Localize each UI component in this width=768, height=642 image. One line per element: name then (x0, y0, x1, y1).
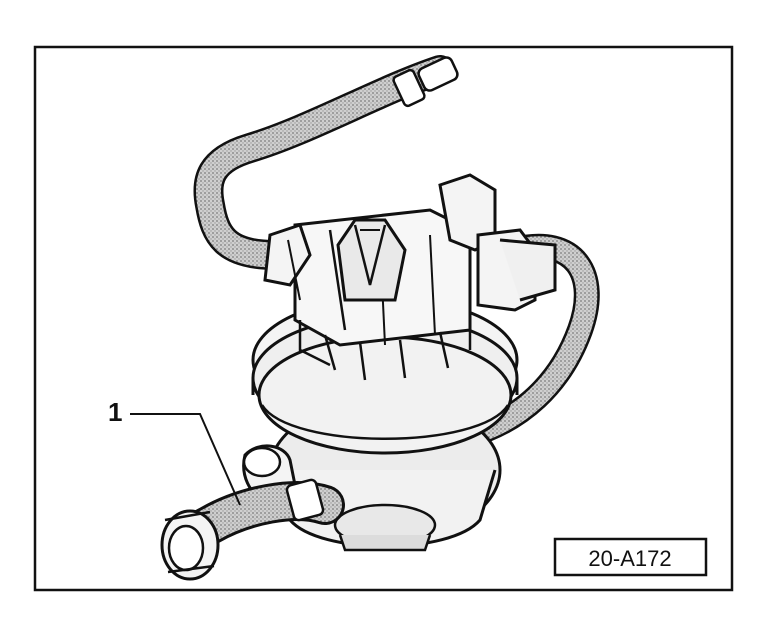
reference-code: 20-A172 (588, 546, 671, 571)
diagram-border (33, 45, 734, 592)
upper-hose-clamp (392, 56, 459, 108)
callout-1-label: 1 (108, 397, 122, 427)
hose-end-fitting (160, 509, 220, 581)
callout-1-leader (130, 413, 241, 506)
lower-hose (160, 478, 345, 581)
control-block (263, 173, 557, 381)
reference-code-box: 20-A172 (553, 537, 708, 577)
upper-hose (193, 55, 459, 270)
